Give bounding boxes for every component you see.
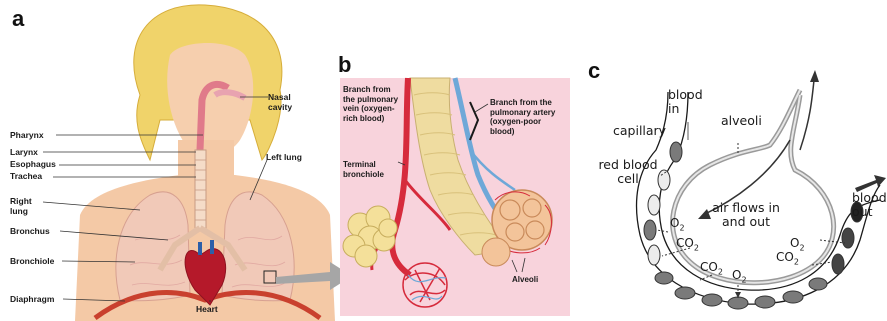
co2-label-1: CO2	[676, 236, 699, 252]
label-blood-in: blood in	[668, 88, 708, 116]
label-alveoli-c: alveoli	[721, 114, 762, 128]
label-blood-out: blood out	[852, 191, 887, 219]
co2-label-2: CO2	[700, 260, 723, 276]
label-capillary: capillary	[613, 124, 666, 138]
o2-label-2: O2	[732, 268, 747, 284]
capillary-wall-inner	[659, 92, 880, 290]
label-air-flow: air flows in and out	[706, 201, 786, 229]
label-red-blood-cell: red blood cell	[592, 158, 664, 186]
o2-label-1: O2	[670, 216, 685, 232]
co2-label-3: CO2	[776, 250, 799, 266]
air-flow-arrow	[800, 80, 814, 150]
